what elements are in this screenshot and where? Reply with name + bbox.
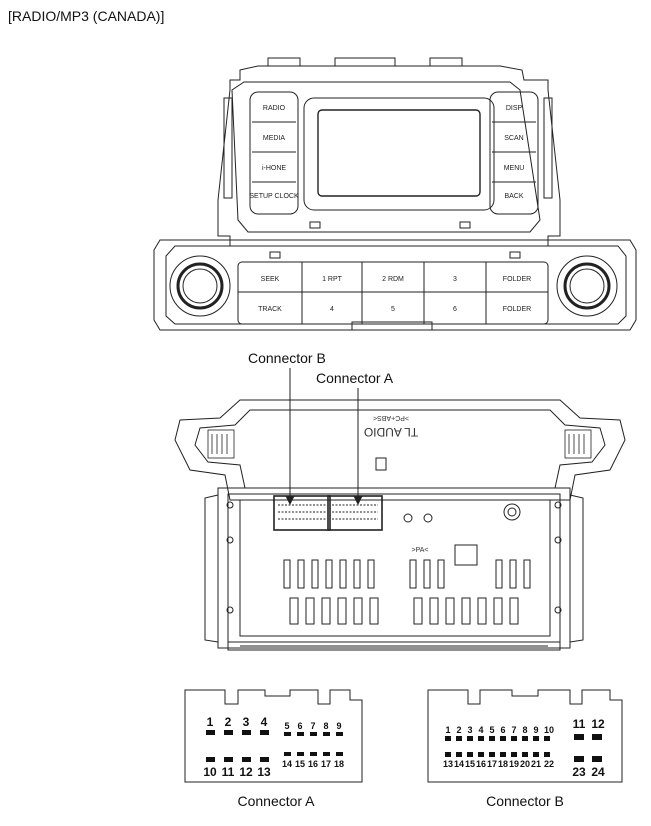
btn-phone: i-HONE bbox=[262, 165, 286, 172]
pin-a-16: 16 bbox=[308, 759, 318, 769]
front-panel bbox=[153, 57, 637, 331]
page-title: [RADIO/MP3 (CANADA)] bbox=[8, 8, 165, 24]
btn-scan: SCAN bbox=[504, 135, 523, 142]
pin-b-10: 10 bbox=[544, 725, 554, 735]
connector-a-pins: 1 2 3 4 5 6 7 8 9 10 11 12 13 14 15 16 1… bbox=[203, 715, 344, 779]
caption-connector-a: Connector A bbox=[237, 793, 315, 809]
pin-a-2: 2 bbox=[225, 715, 232, 729]
pin-b-3: 3 bbox=[467, 725, 472, 735]
caption-connector-b: Connector B bbox=[486, 793, 564, 809]
pin-b-21: 21 bbox=[531, 759, 541, 769]
btn-1-rpt: 1 RPT bbox=[322, 276, 343, 283]
label-connector-a-rear: Connector A bbox=[316, 370, 394, 386]
pin-b-17: 17 bbox=[487, 759, 497, 769]
pin-b-19: 19 bbox=[509, 759, 519, 769]
pin-b-22: 22 bbox=[544, 759, 554, 769]
pin-a-18: 18 bbox=[334, 759, 344, 769]
pin-b-4: 4 bbox=[478, 725, 483, 735]
pin-b-1: 1 bbox=[445, 725, 450, 735]
pin-b-18: 18 bbox=[498, 759, 508, 769]
pin-a-6: 6 bbox=[297, 721, 302, 731]
pin-b-6: 6 bbox=[500, 725, 505, 735]
pin-a-12: 12 bbox=[239, 765, 253, 779]
btn-seek: SEEK bbox=[261, 276, 280, 283]
pin-b-7: 7 bbox=[511, 725, 516, 735]
btn-2-rdm: 2 RDM bbox=[382, 276, 404, 283]
pin-a-3: 3 bbox=[243, 715, 250, 729]
pin-a-7: 7 bbox=[310, 721, 315, 731]
pin-a-1: 1 bbox=[207, 715, 214, 729]
btn-disp: DISP bbox=[506, 105, 523, 112]
connector-b-pins: 1 2 3 4 5 6 7 8 9 10 11 12 13 14 15 16 1… bbox=[443, 717, 605, 779]
btn-4: 4 bbox=[330, 306, 334, 313]
rear-marking: TL AUDIO >PC+ABS< bbox=[364, 414, 418, 439]
pin-b-15: 15 bbox=[465, 759, 475, 769]
pin-b-23: 23 bbox=[572, 765, 586, 779]
pin-b-5: 5 bbox=[489, 725, 494, 735]
connector-b-outline bbox=[427, 689, 623, 783]
pin-a-13: 13 bbox=[257, 765, 271, 779]
pin-a-15: 15 bbox=[295, 759, 305, 769]
btn-3: 3 bbox=[453, 276, 457, 283]
btn-setup-clock: SETUP CLOCK bbox=[249, 193, 299, 200]
pin-a-5: 5 bbox=[284, 721, 289, 731]
connector-a-outline bbox=[184, 689, 363, 783]
pin-a-14: 14 bbox=[282, 759, 292, 769]
btn-back: BACK bbox=[504, 193, 523, 200]
pin-b-9: 9 bbox=[533, 725, 538, 735]
btn-track: TRACK bbox=[258, 306, 282, 313]
pin-b-8: 8 bbox=[522, 725, 527, 735]
btn-menu: MENU bbox=[504, 165, 525, 172]
marking-material: >PC+ABS< bbox=[373, 414, 409, 421]
btn-folder-up: FOLDER bbox=[503, 276, 531, 283]
pin-b-11: 11 bbox=[573, 717, 586, 731]
pin-b-14: 14 bbox=[454, 759, 464, 769]
btn-6: 6 bbox=[453, 306, 457, 313]
pin-b-13: 13 bbox=[443, 759, 453, 769]
marking-tl-audio: TL AUDIO bbox=[364, 425, 418, 439]
pin-a-10: 10 bbox=[203, 765, 217, 779]
pin-b-24: 24 bbox=[591, 765, 605, 779]
pin-b-20: 20 bbox=[520, 759, 530, 769]
pin-b-12: 12 bbox=[591, 717, 605, 731]
leader-lines bbox=[285, 368, 363, 506]
marking-pa: >PA< bbox=[412, 547, 429, 554]
pin-b-2: 2 bbox=[456, 725, 461, 735]
pin-a-17: 17 bbox=[321, 759, 331, 769]
pin-a-8: 8 bbox=[323, 721, 328, 731]
rear-unit bbox=[174, 399, 626, 651]
btn-media: MEDIA bbox=[263, 135, 286, 142]
label-connector-b-rear: Connector B bbox=[248, 350, 326, 366]
pin-a-11: 11 bbox=[222, 765, 235, 779]
btn-radio: RADIO bbox=[263, 105, 286, 112]
pin-a-4: 4 bbox=[261, 715, 268, 729]
pin-a-9: 9 bbox=[336, 721, 341, 731]
btn-5: 5 bbox=[391, 306, 395, 313]
btn-folder-down: FOLDER bbox=[503, 306, 531, 313]
pin-b-16: 16 bbox=[476, 759, 486, 769]
